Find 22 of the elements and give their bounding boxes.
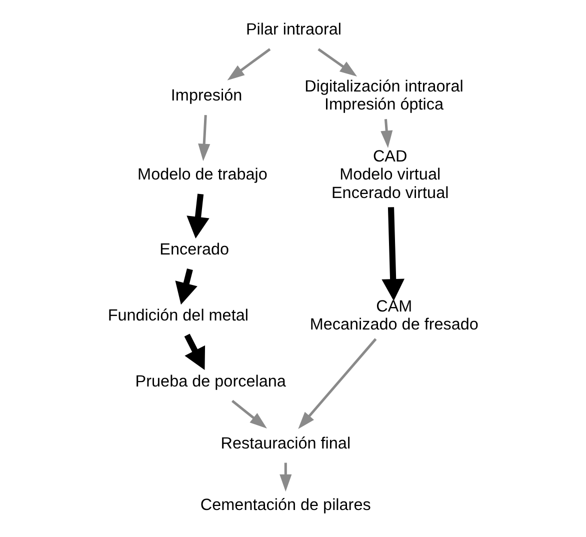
arrow — [198, 115, 210, 162]
node-text: Fundición del metal — [108, 306, 248, 325]
node-text: Pilar intraoral — [246, 20, 342, 39]
arrow — [175, 268, 198, 305]
arrow — [298, 338, 377, 429]
arrow — [380, 119, 393, 148]
node-text: Restauración final — [220, 434, 351, 452]
node-text: CAM Mecanizado de fresado — [310, 297, 478, 334]
arrow — [186, 194, 210, 239]
node-text: Modelo de trabajo — [138, 166, 268, 184]
node-text: Encerado — [160, 240, 230, 259]
node-text: CAD Modelo virtual Encerado virtual — [331, 147, 449, 202]
arrow — [227, 48, 271, 80]
arrow — [232, 400, 267, 429]
arrow — [280, 462, 292, 492]
node-text: Cementación de pilares — [200, 496, 371, 514]
node-text: Prueba de porcelana — [135, 372, 286, 390]
node-text: Impresión — [170, 86, 242, 104]
arrow — [184, 334, 206, 370]
arrow — [318, 48, 358, 77]
arrow — [382, 207, 404, 301]
node-text: Digitalización intraoral Impresión óptica — [304, 77, 464, 114]
